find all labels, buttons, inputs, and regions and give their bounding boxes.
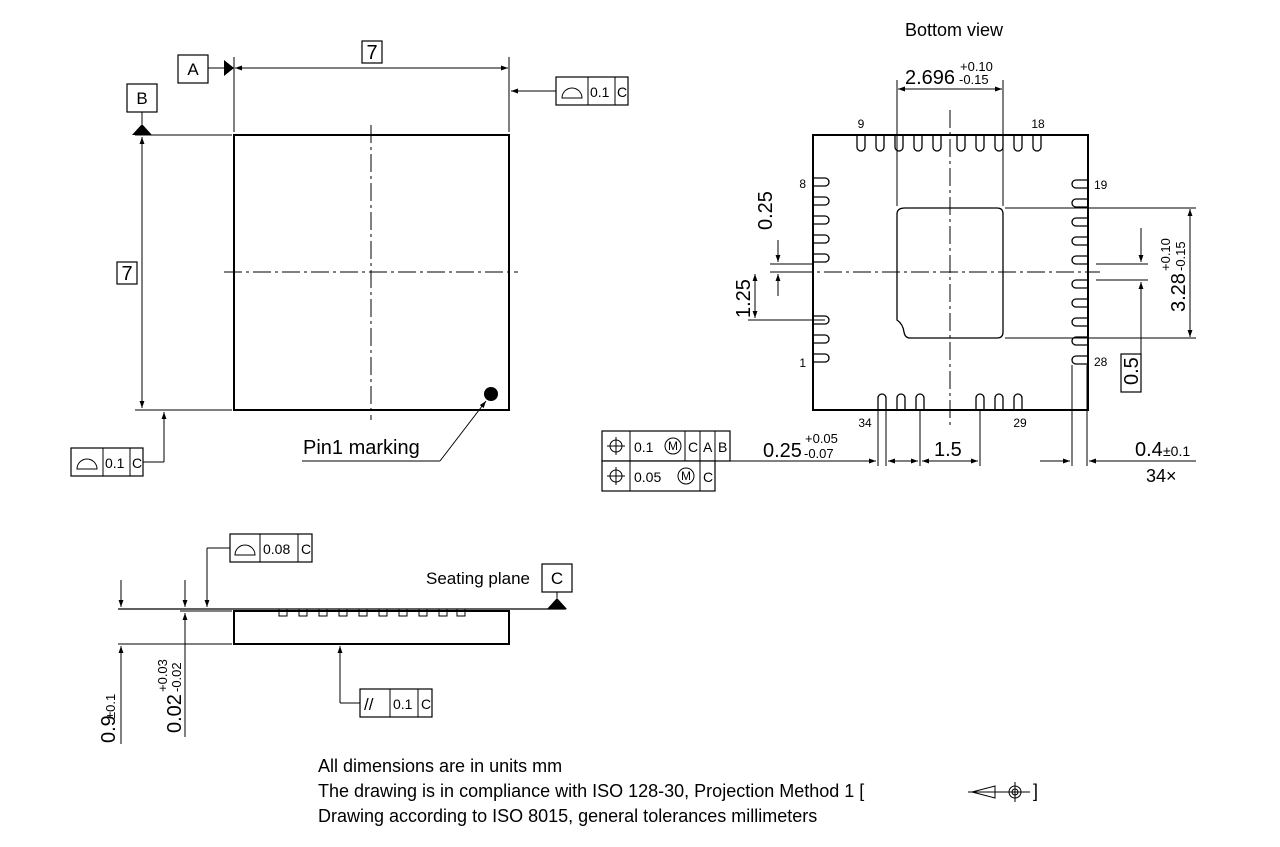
pins-left bbox=[814, 177, 830, 363]
lead-length-tol: ±0.1 bbox=[1163, 443, 1190, 459]
fcf-flat-value: 0.08 bbox=[263, 541, 290, 557]
fcf1-datum3: B bbox=[718, 439, 727, 455]
lead-width-value: 0.25 bbox=[763, 440, 802, 462]
mmc-icon bbox=[664, 437, 682, 455]
pin1-label: Pin1 marking bbox=[303, 437, 420, 459]
fcf1-mod: M bbox=[668, 439, 678, 453]
pin-number-18: 18 bbox=[1031, 117, 1045, 131]
exposed-pad bbox=[896, 207, 1004, 339]
pins-bottom bbox=[877, 393, 1023, 409]
lead-count: 34× bbox=[1146, 466, 1177, 486]
datum-a-label: A bbox=[187, 60, 199, 79]
fcf2-value: 0.05 bbox=[634, 469, 661, 485]
pin-number-19: 19 bbox=[1094, 178, 1108, 192]
side-view: Seating plane C 0.08 C // 0.1 C bbox=[98, 533, 573, 744]
fcf-flatness: 0.08 C bbox=[229, 533, 313, 563]
datum-c-label: C bbox=[551, 569, 563, 588]
pins-right bbox=[1071, 179, 1087, 365]
fcf2-mod: M bbox=[681, 469, 691, 483]
note-tolerances: Drawing according to ISO 8015, general t… bbox=[318, 806, 817, 826]
pad-width-tol-minus: -0.15 bbox=[959, 72, 989, 87]
pin-number-8: 8 bbox=[799, 177, 806, 191]
fcf-top-datum: C bbox=[617, 84, 627, 100]
note-projection-end: ] bbox=[1033, 781, 1038, 801]
dim-025-value: 0.25 bbox=[755, 191, 777, 230]
fcf-left-datum: C bbox=[132, 455, 142, 471]
lead-length-value: 0.4 bbox=[1135, 439, 1163, 461]
datum-c-box bbox=[541, 563, 573, 593]
fcf1-value: 0.1 bbox=[634, 439, 654, 455]
datum-a-box bbox=[177, 54, 209, 84]
profile-surface-icon-left bbox=[76, 458, 98, 470]
fcf-par-datum: C bbox=[421, 696, 431, 712]
pad-height-tol-minus: -0.15 bbox=[1173, 241, 1188, 271]
fcf-profile-left: 0.1 C bbox=[70, 447, 144, 477]
side-height-tol: ±0.1 bbox=[103, 694, 118, 719]
height-dim-box bbox=[116, 261, 138, 285]
standoff-value: 0.02 bbox=[164, 694, 186, 733]
dim-125-value: 1.25 bbox=[733, 279, 755, 318]
standoff-tol-minus: -0.02 bbox=[169, 662, 184, 692]
datum-b-label: B bbox=[136, 89, 147, 108]
lead-width-tol-minus: -0.07 bbox=[804, 446, 834, 461]
datum-c-triangle bbox=[547, 598, 567, 609]
fcf2-datum1: C bbox=[703, 469, 713, 485]
lead-width-tol-plus: +0.05 bbox=[805, 431, 838, 446]
package-outline-side bbox=[233, 610, 510, 645]
fcf-left-value: 0.1 bbox=[105, 455, 125, 471]
fcf-flat-datum: C bbox=[301, 541, 311, 557]
pin1-marker bbox=[484, 387, 498, 401]
fcf1-datum1: C bbox=[688, 439, 698, 455]
fcf-parallelism: // 0.1 C bbox=[359, 688, 433, 718]
side-height-value: 0.9 bbox=[98, 715, 120, 743]
projection-method-icon bbox=[968, 782, 1030, 802]
pins-top bbox=[856, 136, 1042, 152]
top-view: 7 A B 7 0.1 C bbox=[70, 40, 629, 477]
pitch-dim-value: 0.5 bbox=[1121, 357, 1143, 385]
width-dim-box bbox=[361, 40, 383, 64]
note-projection: The drawing is in compliance with ISO 12… bbox=[318, 781, 864, 801]
profile-surface-icon bbox=[561, 87, 583, 99]
fcf1-datum2: A bbox=[703, 439, 713, 455]
fcf-position-2: 0.05 M C bbox=[601, 460, 716, 492]
pin-number-28: 28 bbox=[1094, 355, 1108, 369]
datum-a-triangle bbox=[224, 60, 234, 76]
pitch-dim-box bbox=[1120, 353, 1142, 393]
fcf-top-value: 0.1 bbox=[590, 84, 610, 100]
seating-plane-label: Seating plane bbox=[426, 569, 530, 588]
pad-width-value: 2.696 bbox=[905, 67, 955, 89]
pin-number-34: 34 bbox=[858, 416, 872, 430]
pad-height-tol-plus: +0.10 bbox=[1158, 238, 1173, 271]
bottom-view: Bottom view bbox=[601, 20, 1196, 492]
bottom-view-title: Bottom view bbox=[905, 20, 1004, 40]
fcf-position-1: 0.1 M C A B bbox=[601, 430, 731, 462]
pad-width-tol-plus: +0.10 bbox=[960, 59, 993, 74]
width-dim-value: 7 bbox=[366, 42, 377, 64]
pin-number-1: 1 bbox=[799, 356, 806, 370]
height-dim-value: 7 bbox=[121, 263, 132, 285]
pin-number-29: 29 bbox=[1013, 416, 1027, 430]
note-units: All dimensions are in units mm bbox=[318, 756, 562, 776]
parallelism-icon: // bbox=[364, 695, 374, 714]
notes: All dimensions are in units mm The drawi… bbox=[318, 756, 1038, 826]
standoff-tol-plus: +0.03 bbox=[155, 659, 170, 692]
fcf-par-value: 0.1 bbox=[393, 696, 413, 712]
pitch-15-value: 1.5 bbox=[934, 439, 962, 461]
fcf-profile-top: 0.1 C bbox=[555, 76, 629, 106]
pin-number-9: 9 bbox=[858, 117, 865, 131]
pad-height-value: 3.28 bbox=[1168, 273, 1190, 312]
datum-b-triangle bbox=[132, 124, 152, 135]
